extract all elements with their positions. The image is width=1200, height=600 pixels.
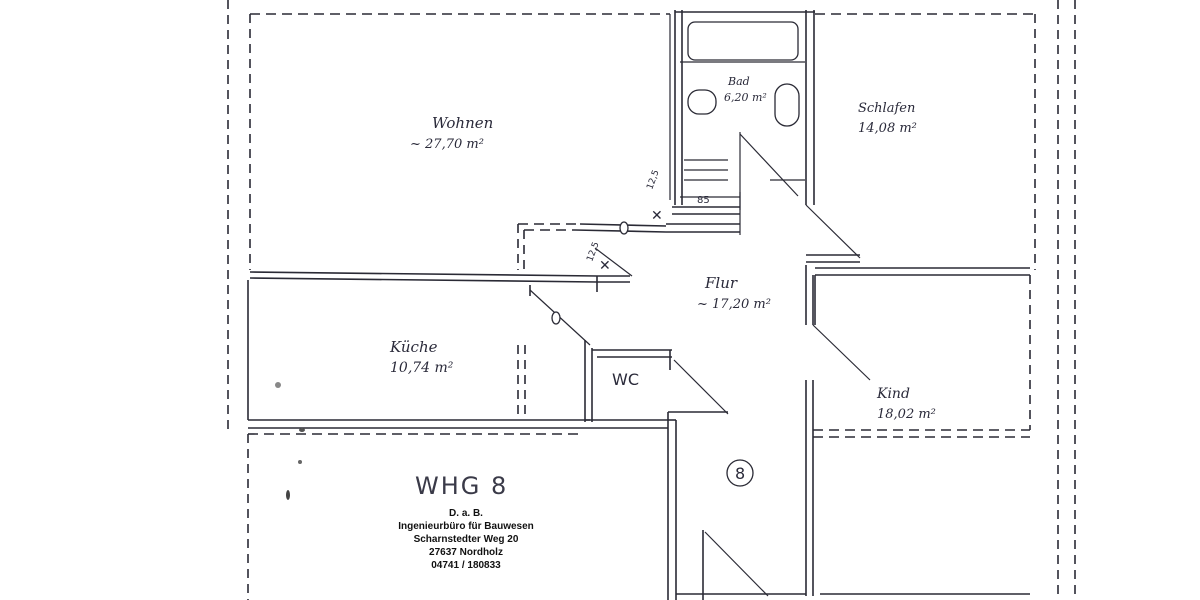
bad-name: Bad [727,75,750,88]
wc-door [673,359,729,415]
schlafen-walls [805,204,1030,276]
sink-icon [687,89,717,115]
wohnen-name: Wohnen [432,114,493,132]
schlafen-area: 14,08 m² [858,121,917,136]
bath-door [739,133,799,197]
door-hinge-icon [619,221,629,235]
bathtub-icon [687,21,799,61]
flur-walls [517,221,871,596]
outer-walls [227,0,1076,600]
kind-door [812,324,871,381]
wc-room [592,349,729,600]
kueche-walls [247,280,668,429]
kind-area: 18,02 m² [877,407,936,422]
schlafen-name: Schlafen [858,101,915,116]
schlafen-door [805,204,861,259]
door-dimension-a: 12,5 [645,169,661,191]
flur-name: Flur [704,274,738,292]
bath-room [666,10,815,235]
toilet-icon [774,83,800,127]
kueche-area: 10,74 m² [390,360,454,376]
flur-area: ~ 17,20 m² [697,297,771,312]
stamp-line-1: D. a. B. [449,508,483,519]
dimension-tick-b: ✕ [599,258,611,274]
wohnen-area: ~ 27,70 m² [410,137,484,152]
kind-walls [813,275,1031,595]
bad-area: 6,20 m² [724,91,767,104]
stamp-line-5: 04741 / 180833 [431,560,501,571]
stamp-line-3: Scharnstedter Weg 20 [414,534,519,545]
lower-door [704,531,769,597]
bath-width-dimension: 85 [697,195,710,206]
stamp-line-2: Ingenieurbüro für Bauwesen [398,521,534,532]
kind-name: Kind [876,386,910,402]
lower-walls [247,433,806,600]
wc-name: WC [612,370,639,389]
unit-number-circle [726,459,754,487]
kueche-name: Küche [389,338,438,356]
scan-smudges [275,382,305,500]
wohnen-walls [249,14,671,283]
company-stamp: D. a. B. Ingenieurbüro für Bauwesen Scha… [398,508,534,571]
stamp-line-4: 27637 Nordholz [429,547,503,558]
flur-door-upper [594,247,633,277]
apartment-title: WHG 8 [415,472,508,500]
unit-number: 8 [735,464,745,483]
door-hinge-icon [551,311,561,325]
dimension-tick-a: ✕ [651,208,663,224]
